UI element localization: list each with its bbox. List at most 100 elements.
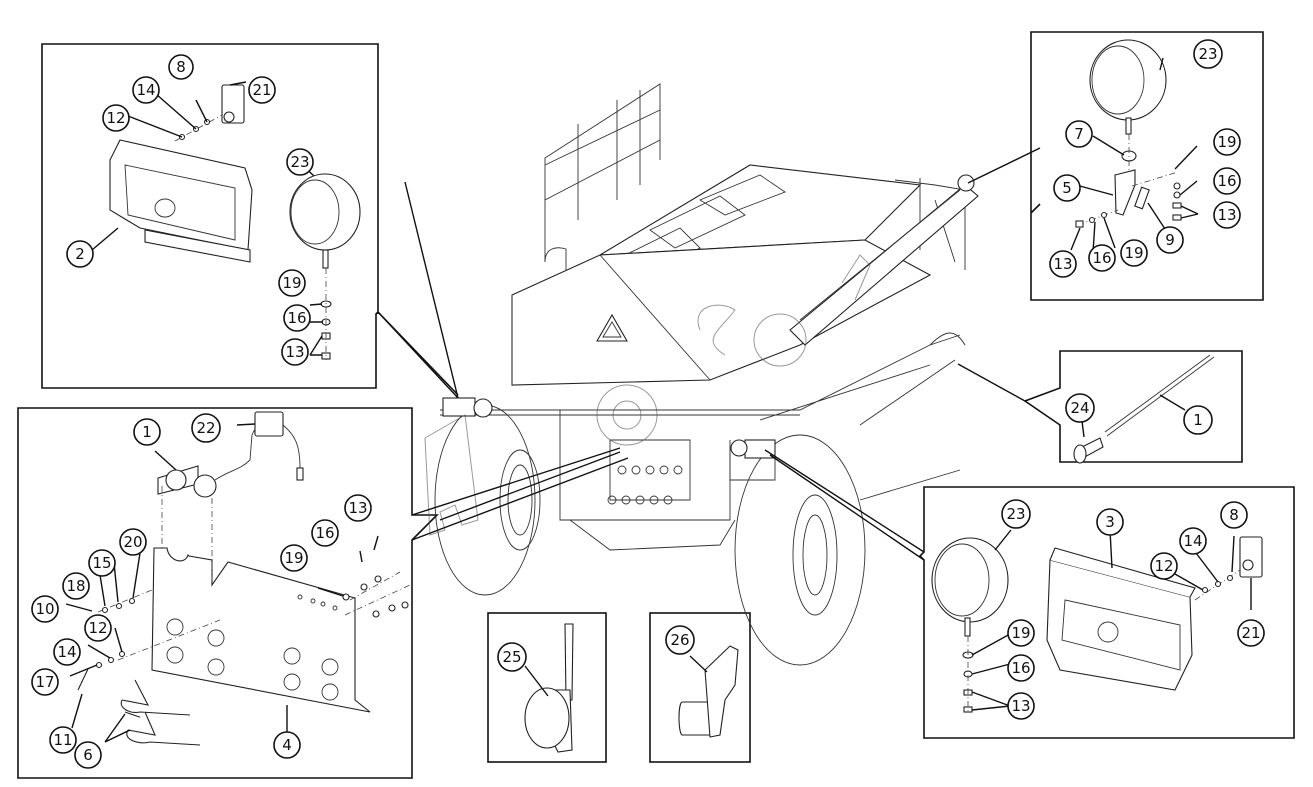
panel-bracket-25-frame: [487, 612, 607, 763]
svg-text:1: 1: [1193, 411, 1203, 429]
callout-12[interactable]: 12: [84, 614, 112, 642]
svg-text:14: 14: [57, 643, 76, 661]
panel-cable-inset: [1073, 354, 1215, 464]
svg-text:3: 3: [1105, 513, 1115, 531]
svg-text:19: 19: [284, 549, 303, 567]
callout-19[interactable]: 19: [1213, 128, 1241, 156]
callout-10[interactable]: 10: [31, 595, 59, 623]
air-cart-machine-drawing: [434, 83, 979, 666]
callout-17[interactable]: 17: [31, 668, 59, 696]
svg-text:16: 16: [1217, 172, 1236, 190]
callout-21[interactable]: 21: [1237, 619, 1265, 647]
callout-19[interactable]: 19: [280, 544, 308, 572]
callout-20[interactable]: 20: [119, 528, 147, 556]
svg-text:8: 8: [1229, 506, 1239, 524]
panel-top-left: [91, 81, 361, 360]
svg-text:9: 9: [1165, 231, 1175, 249]
svg-text:19: 19: [1011, 624, 1030, 642]
callout-13[interactable]: 13: [281, 338, 309, 366]
callout-13[interactable]: 13: [344, 494, 372, 522]
svg-text:1: 1: [142, 423, 152, 441]
callout-23[interactable]: 23: [1193, 39, 1223, 69]
svg-text:13: 13: [1011, 697, 1030, 715]
svg-text:20: 20: [123, 533, 142, 551]
panel-bottom-left: [65, 411, 411, 746]
callout-14[interactable]: 14: [1179, 527, 1207, 555]
svg-text:14: 14: [136, 81, 155, 99]
callout-11[interactable]: 11: [49, 726, 77, 754]
panel-bottom-right: [931, 529, 1263, 713]
callout-12[interactable]: 12: [1150, 552, 1178, 580]
callout-15[interactable]: 15: [88, 549, 116, 577]
callout-1[interactable]: 1: [1183, 405, 1213, 435]
svg-text:25: 25: [502, 648, 521, 666]
panel-bracket-26-frame: [649, 612, 751, 763]
callout-16[interactable]: 16: [283, 304, 311, 332]
callout-22[interactable]: 22: [191, 413, 221, 443]
panel-bracket-26: [678, 645, 739, 738]
callout-25[interactable]: 25: [497, 642, 527, 672]
callout-14[interactable]: 14: [132, 76, 160, 104]
callout-24[interactable]: 24: [1065, 393, 1095, 423]
callout-8[interactable]: 8: [1220, 501, 1248, 529]
callout-13[interactable]: 13: [1007, 692, 1035, 720]
callout-19[interactable]: 19: [278, 269, 306, 297]
svg-text:24: 24: [1070, 399, 1089, 417]
panel-bottom-left-frame: [17, 407, 439, 779]
callout-8[interactable]: 8: [168, 54, 194, 80]
svg-text:13: 13: [348, 499, 367, 517]
panel-top-right: [1070, 39, 1199, 253]
callout-3[interactable]: 3: [1096, 508, 1124, 536]
callout-5[interactable]: 5: [1053, 174, 1081, 202]
svg-text:22: 22: [196, 419, 215, 437]
callout-19[interactable]: 19: [1120, 239, 1148, 267]
callout-2[interactable]: 2: [66, 240, 94, 268]
svg-text:26: 26: [670, 631, 689, 649]
svg-text:16: 16: [287, 309, 306, 327]
svg-text:2: 2: [75, 245, 85, 263]
svg-text:11: 11: [53, 731, 72, 749]
svg-text:15: 15: [92, 554, 111, 572]
callout-23[interactable]: 23: [286, 148, 314, 176]
callout-16[interactable]: 16: [1088, 244, 1116, 272]
callout-26[interactable]: 26: [665, 625, 695, 655]
callout-21[interactable]: 21: [248, 76, 276, 104]
svg-text:13: 13: [285, 343, 304, 361]
svg-text:12: 12: [1154, 557, 1173, 575]
svg-text:12: 12: [88, 619, 107, 637]
callout-16[interactable]: 16: [311, 519, 339, 547]
callout-7[interactable]: 7: [1065, 120, 1093, 148]
svg-text:5: 5: [1062, 179, 1072, 197]
svg-text:23: 23: [1006, 505, 1025, 523]
svg-text:18: 18: [66, 577, 85, 595]
svg-text:16: 16: [315, 524, 334, 542]
svg-text:16: 16: [1092, 249, 1111, 267]
svg-text:6: 6: [83, 746, 93, 764]
svg-text:12: 12: [106, 109, 125, 127]
callout-13[interactable]: 13: [1213, 201, 1241, 229]
callout-1[interactable]: 1: [133, 418, 161, 446]
panel-bottom-right-frame: [918, 486, 1295, 739]
callout-18[interactable]: 18: [62, 572, 90, 600]
callout-23[interactable]: 23: [1001, 499, 1031, 529]
callout-14[interactable]: 14: [53, 638, 81, 666]
callout-16[interactable]: 16: [1213, 167, 1241, 195]
callout-6[interactable]: 6: [74, 741, 102, 769]
callout-9[interactable]: 9: [1156, 226, 1184, 254]
svg-text:17: 17: [35, 673, 54, 691]
svg-text:10: 10: [35, 600, 54, 618]
svg-text:21: 21: [1241, 624, 1260, 642]
callout-19[interactable]: 19: [1007, 619, 1035, 647]
panel-bracket-25: [524, 623, 574, 753]
svg-text:19: 19: [1217, 133, 1236, 151]
svg-text:23: 23: [1198, 45, 1217, 63]
callout-13[interactable]: 13: [1049, 250, 1077, 278]
panel-top-right-frame: [1030, 31, 1264, 301]
svg-text:14: 14: [1183, 532, 1202, 550]
callout-12[interactable]: 12: [102, 104, 130, 132]
callout-4[interactable]: 4: [273, 731, 301, 759]
panel-leaders: [377, 147, 1041, 561]
callout-16[interactable]: 16: [1007, 654, 1035, 682]
svg-text:7: 7: [1074, 125, 1084, 143]
